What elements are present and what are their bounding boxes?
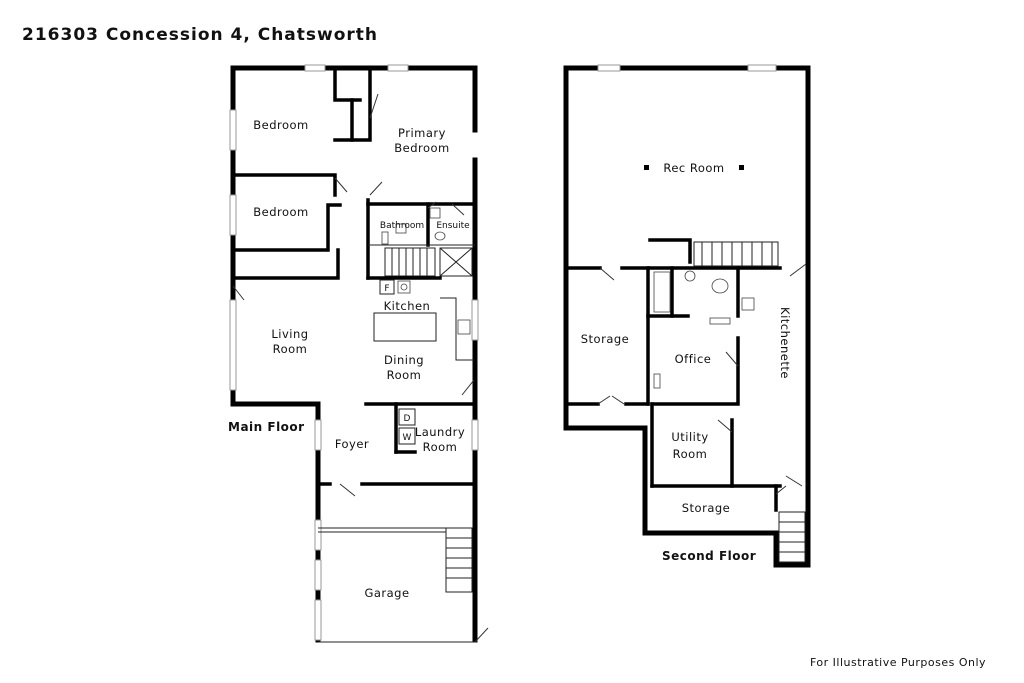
room-label-laundry-room: Laundry [415,425,465,439]
room-label-office: Office [675,352,712,366]
room-label-storage: Storage [682,501,731,515]
room-label-kitchenette: Kitchenette [778,307,792,379]
room-label-ensuite: Ensuite [436,221,470,231]
room-label-kitchen: Kitchen [384,299,431,313]
room-label-storage: Storage [581,332,630,346]
room-label-dining-room: Dining [384,353,424,367]
second-floor-plan [563,64,811,568]
room-label-utility-room: Utility [671,430,708,444]
main-floor-label: Main Floor [228,420,305,434]
fixture-fridge: F [384,284,389,294]
room-label-primary-bedroom: Primary [398,126,446,140]
room-label-bathroom: Bathroom [380,221,424,231]
property-title: 216303 Concession 4, Chatsworth [22,25,378,45]
room-label-bedroom: Bedroom [253,205,309,219]
room-label-rec-room: Rec Room [663,161,724,175]
second-floor-label: Second Floor [662,549,756,563]
room-label-living-room: Room [273,342,308,356]
room-label-laundry-room: Room [423,440,458,454]
room-label-bedroom: Bedroom [253,118,309,132]
room-label-garage: Garage [364,586,409,600]
room-label-utility-room: Room [673,447,708,461]
room-label-living-room: Living [271,327,308,341]
fixture-dryer: D [404,414,411,424]
room-label-foyer: Foyer [335,437,369,451]
room-label-dining-room: Room [387,368,422,382]
main-floor-plan [229,64,489,643]
fixture-washer: W [403,433,412,443]
room-label-primary-bedroom: Bedroom [394,141,450,155]
disclaimer-text: For Illustrative Purposes Only [810,656,986,669]
